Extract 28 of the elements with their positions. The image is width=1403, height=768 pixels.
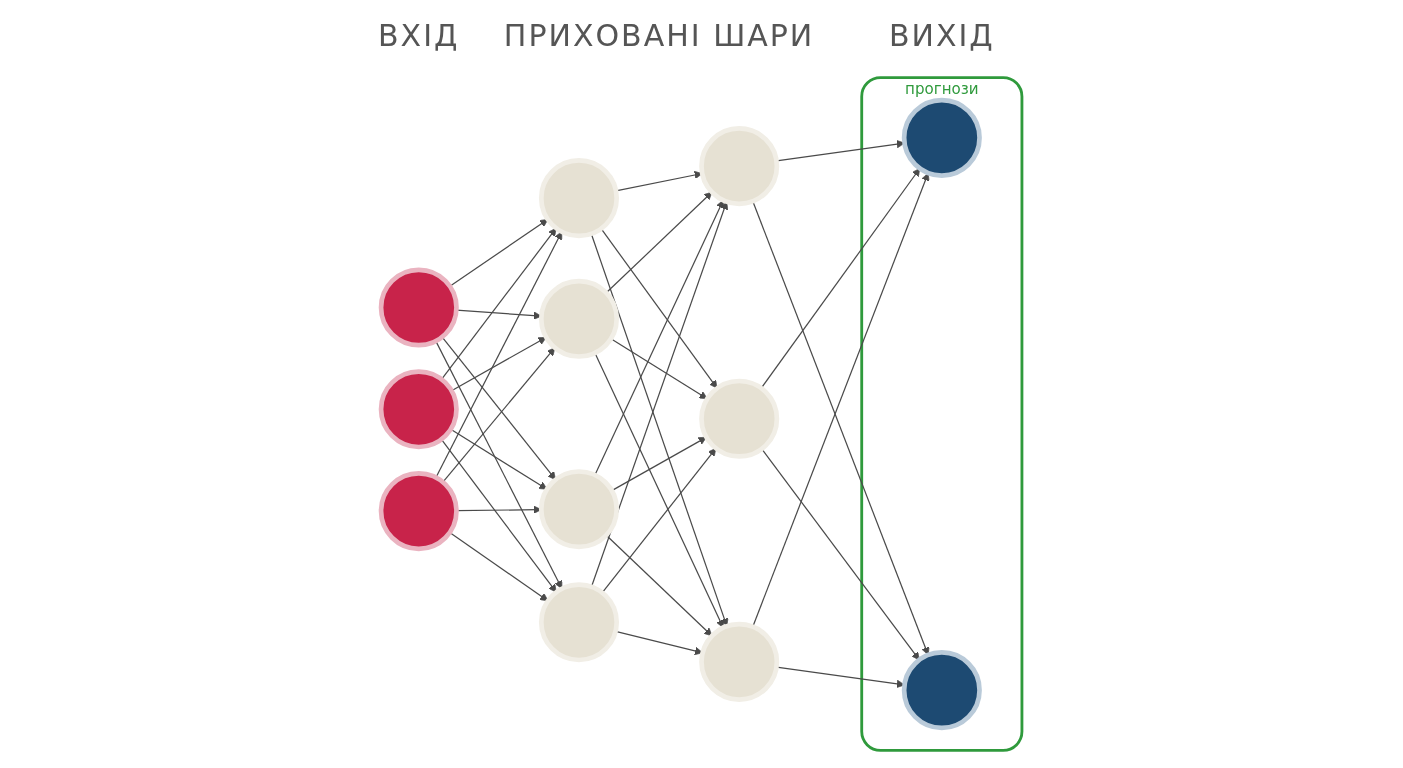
node-circle <box>378 471 459 552</box>
arrow <box>449 219 549 287</box>
node-circle <box>538 582 620 663</box>
node-circle <box>538 278 620 359</box>
node-circle <box>378 267 459 348</box>
node-circle <box>699 126 780 207</box>
node-circle <box>699 378 780 459</box>
cluster: прогнози <box>860 76 1024 752</box>
arrow <box>611 436 707 492</box>
node-circle <box>538 158 620 239</box>
node-circle <box>699 621 780 702</box>
arrow <box>435 231 563 479</box>
node-circle <box>901 97 982 178</box>
node-circle <box>378 369 459 450</box>
node-circle <box>538 469 620 550</box>
arrow <box>605 191 713 294</box>
arrow <box>760 168 921 389</box>
arrow <box>440 227 557 380</box>
arrow <box>601 447 717 594</box>
arrow <box>600 228 718 389</box>
arrow <box>449 531 549 602</box>
arrow <box>761 448 920 661</box>
node-circle <box>901 650 982 731</box>
column-heading: ВХІД <box>378 18 460 53</box>
arrow <box>450 428 548 490</box>
column-heading: ВИХІД <box>888 18 995 53</box>
column-heading: ПРИХОВАНІ ШАРИ <box>503 18 815 53</box>
arrow <box>610 338 708 400</box>
